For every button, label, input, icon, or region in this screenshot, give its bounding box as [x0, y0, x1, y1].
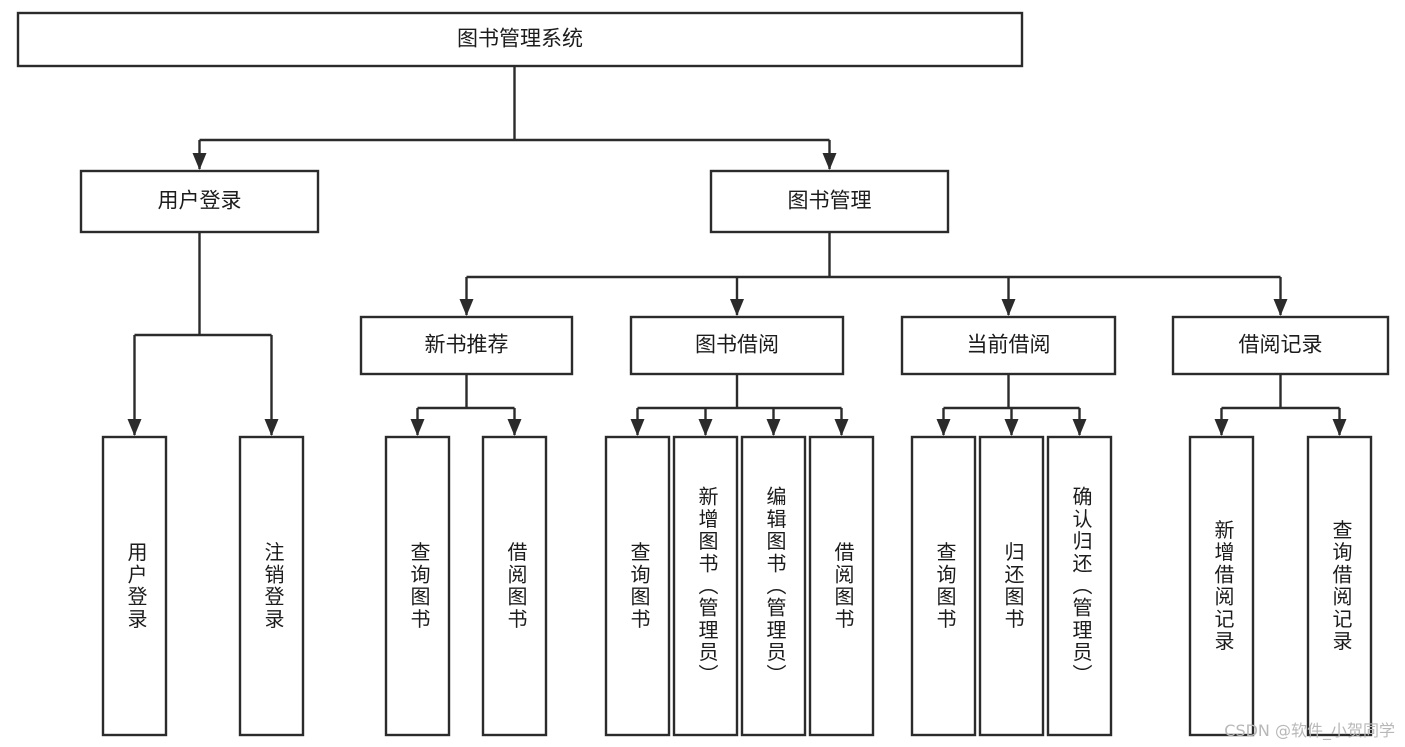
arrow-head-icon	[127, 419, 142, 436]
node-借阅记录-box	[1171, 315, 1390, 376]
node-借阅记录-label: 借阅记录	[1239, 333, 1323, 357]
arrow-head-icon	[1214, 419, 1229, 436]
leaf-0-node-用户登录[interactable]: 用户登录	[101, 435, 168, 737]
node-当前借阅[interactable]: 当前借阅	[900, 315, 1117, 376]
leaf-4-node-查询图书-box	[604, 435, 671, 737]
leaf-5-node-新增图书管理员-box	[672, 435, 739, 737]
node-借阅记录[interactable]: 借阅记录	[1171, 315, 1390, 376]
leaf-7-node-借阅图书[interactable]: 借阅图书	[808, 435, 875, 737]
leaf-12-node-查询借阅记录[interactable]: 查询借阅记录	[1306, 435, 1373, 737]
leaf-2-node-查询图书-label: 查询图书	[407, 541, 431, 630]
arrow-head-icon	[1072, 419, 1087, 436]
leaf-10-node-确认归还管理员-box	[1046, 435, 1113, 737]
node-新书推荐-label: 新书推荐	[425, 333, 509, 357]
leaf-10-node-确认归还管理员[interactable]: 确认归还（管理员）	[1046, 435, 1113, 737]
leaf-4-node-查询图书-label: 查询图书	[627, 541, 651, 630]
leaf-11-node-新增借阅记录[interactable]: 新增借阅记录	[1188, 435, 1255, 737]
leaf-3-node-借阅图书-label: 借阅图书	[504, 541, 528, 630]
watermark-text: CSDN @软件_小贺同学	[1224, 721, 1395, 740]
leaf-12-node-查询借阅记录-box	[1306, 435, 1373, 737]
node-图书管理系统-root[interactable]: 图书管理系统	[16, 11, 1024, 68]
node-用户登录-box	[79, 169, 320, 234]
leaf-6-node-编辑图书管理员-label: 编辑图书（管理员）	[763, 486, 787, 686]
arrow-head-icon	[630, 419, 645, 436]
leaf-8-node-查询图书-label: 查询图书	[933, 541, 957, 630]
leaf-1-node-注销登录-box	[238, 435, 305, 737]
leaf-0-node-用户登录-label: 用户登录	[124, 542, 148, 631]
arrow-head-icon	[936, 419, 951, 436]
leaf-5-node-新增图书管理员[interactable]: 新增图书（管理员）	[672, 435, 739, 737]
node-图书管理-box	[709, 169, 950, 234]
node-图书管理-label: 图书管理	[788, 189, 872, 213]
leaf-1-node-注销登录-label: 注销登录	[261, 541, 285, 630]
node-图书管理系统-root-box	[16, 11, 1024, 68]
leaf-7-node-借阅图书-label: 借阅图书	[831, 541, 855, 630]
arrow-head-icon	[1332, 419, 1347, 436]
arrow-head-icon	[264, 419, 279, 436]
arrow-head-icon	[834, 419, 849, 436]
leaf-9-node-归还图书-label: 归还图书	[1001, 541, 1025, 630]
arrow-head-icon	[1004, 419, 1019, 436]
leaf-0-node-用户登录-box	[101, 435, 168, 737]
arrow-head-icon	[410, 419, 425, 436]
arrow-head-icon	[507, 419, 522, 436]
leaf-6-node-编辑图书管理员-box	[740, 435, 807, 737]
node-新书推荐-box	[359, 315, 574, 376]
leaf-7-node-借阅图书-box	[808, 435, 875, 737]
leaf-3-node-借阅图书-box	[481, 435, 548, 737]
leaf-12-node-查询借阅记录-label: 查询借阅记录	[1329, 519, 1353, 653]
leaf-8-node-查询图书[interactable]: 查询图书	[910, 435, 977, 737]
arrow-head-icon	[698, 419, 713, 436]
arrow-head-icon	[192, 153, 207, 170]
arrow-head-icon	[1001, 299, 1016, 316]
arrow-head-icon	[730, 299, 744, 316]
leaf-9-node-归还图书[interactable]: 归还图书	[978, 435, 1045, 737]
node-图书借阅-label: 图书借阅	[695, 333, 779, 357]
leaf-6-node-编辑图书管理员[interactable]: 编辑图书（管理员）	[740, 435, 807, 737]
node-用户登录-label: 用户登录	[158, 189, 242, 213]
leaf-3-node-借阅图书[interactable]: 借阅图书	[481, 435, 548, 737]
leaf-2-node-查询图书[interactable]: 查询图书	[384, 435, 451, 737]
node-当前借阅-label: 当前借阅	[967, 333, 1051, 357]
leaf-5-node-新增图书管理员-label: 新增图书（管理员）	[695, 486, 719, 686]
arrow-head-icon	[459, 299, 474, 316]
node-当前借阅-box	[900, 315, 1117, 376]
arrow-head-icon	[1273, 299, 1288, 316]
leaf-11-node-新增借阅记录-label: 新增借阅记录	[1211, 519, 1235, 653]
leaf-10-node-确认归还管理员-label: 确认归还（管理员）	[1069, 486, 1093, 686]
node-新书推荐[interactable]: 新书推荐	[359, 315, 574, 376]
node-图书管理[interactable]: 图书管理	[709, 169, 950, 234]
node-图书借阅-box	[629, 315, 845, 376]
leaf-8-node-查询图书-box	[910, 435, 977, 737]
leaf-2-node-查询图书-box	[384, 435, 451, 737]
arrow-head-icon	[766, 419, 781, 436]
leaf-1-node-注销登录[interactable]: 注销登录	[238, 435, 305, 737]
arrow-head-icon	[822, 153, 837, 170]
leaf-11-node-新增借阅记录-box	[1188, 435, 1255, 737]
leaf-4-node-查询图书[interactable]: 查询图书	[604, 435, 671, 737]
node-图书借阅[interactable]: 图书借阅	[629, 315, 845, 376]
leaf-9-node-归还图书-box	[978, 435, 1045, 737]
node-用户登录[interactable]: 用户登录	[79, 169, 320, 234]
node-图书管理系统-root-label: 图书管理系统	[457, 27, 583, 51]
